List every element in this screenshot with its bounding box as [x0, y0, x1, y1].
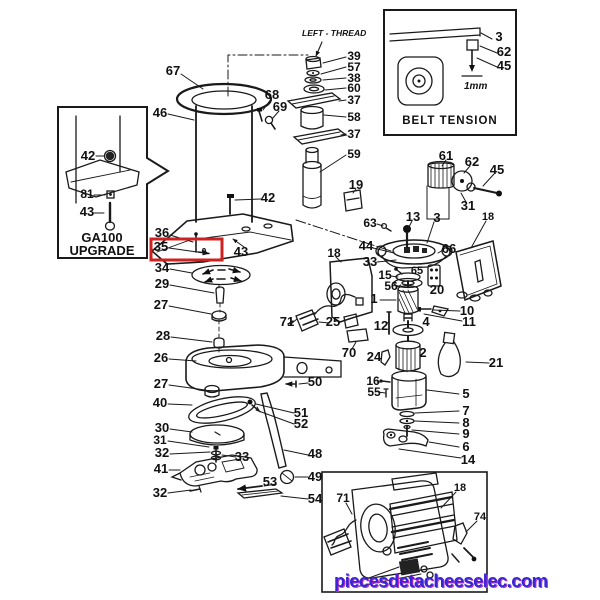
part-label-13: 13	[405, 209, 421, 224]
part-label-25: 25	[325, 314, 341, 329]
part-label-15: 15	[378, 268, 392, 282]
part-label-37a: 37	[347, 93, 361, 107]
part-label-3-belt: 3	[495, 29, 503, 44]
part-label-9: 9	[462, 426, 470, 441]
part-label-34: 34	[154, 260, 170, 275]
drive-train	[170, 384, 295, 499]
part-label-45-main: 45	[489, 162, 505, 177]
part-label-63: 63	[363, 216, 377, 230]
part-label-71-main: 71	[279, 314, 295, 329]
part-label-30: 30	[154, 420, 170, 435]
inset-bottom-box	[321, 471, 488, 593]
part-label-48: 48	[307, 446, 323, 461]
part-label-59: 59	[347, 147, 361, 161]
part-label-10: 10	[459, 303, 475, 318]
part-label-45-belt: 45	[496, 58, 512, 73]
part-label-43-inset: 43	[79, 204, 95, 219]
part-label-43-main: 43	[233, 244, 249, 259]
part-label-66: 66	[441, 241, 457, 256]
part-label-50: 50	[307, 374, 323, 389]
part-label-67: 67	[165, 63, 181, 78]
inset-ga100-box	[57, 106, 170, 259]
part-label-58: 58	[347, 110, 361, 124]
part-label-69: 69	[272, 99, 288, 114]
part-label-49: 49	[307, 469, 323, 484]
part-label-3-main: 3	[433, 210, 441, 225]
part-label-54: 54	[307, 491, 323, 506]
part-label-14: 14	[460, 452, 476, 467]
part-label-27-lower: 27	[153, 376, 169, 391]
part-label-24: 24	[366, 349, 382, 364]
part-label-38: 38	[347, 71, 361, 85]
part-label-39: 39	[347, 49, 361, 63]
part-label-40: 40	[152, 395, 168, 410]
part-label-31-left: 31	[153, 433, 167, 447]
part-label-6: 6	[462, 439, 470, 454]
left-thread-note: LEFT - THREAD	[302, 28, 367, 38]
part-label-31-main: 31	[460, 198, 476, 213]
inset-belt-tension-box	[383, 9, 517, 136]
part-label-42-main: 42	[260, 190, 276, 205]
part-label-68: 68	[264, 87, 280, 102]
part-label-12: 12	[373, 318, 389, 333]
part-label-41: 41	[153, 461, 169, 476]
part-label-11: 11	[462, 314, 476, 329]
part-label-35: 35	[153, 239, 169, 254]
belt-gap-note: 1mm	[464, 81, 488, 92]
part-label-27-upper: 27	[153, 297, 169, 312]
part-label-70: 70	[341, 345, 357, 360]
part-label-53: 53	[262, 474, 278, 489]
part-label-26: 26	[153, 350, 169, 365]
part-label-65: 65	[410, 265, 424, 277]
part-label-36: 36	[154, 225, 170, 240]
part-label-32-lower: 32	[152, 485, 168, 500]
part-label-4: 4	[422, 314, 430, 329]
part-label-8: 8	[462, 415, 470, 430]
part-label-51: 51	[293, 405, 309, 420]
part-label-18-right: 18	[481, 211, 495, 223]
belt-tension-title: BELT TENSION	[402, 115, 498, 127]
part-label-28: 28	[155, 328, 171, 343]
part-label-61: 61	[438, 148, 454, 163]
part-label-56: 56	[384, 279, 398, 293]
part-label-62-belt: 62	[496, 44, 512, 59]
part-label-7: 7	[462, 403, 470, 418]
part-label-81-inset: 81	[80, 187, 94, 201]
ga100-upgrade-label: GA100 UPGRADE	[69, 230, 135, 258]
part-label-19: 19	[348, 177, 364, 192]
part-label-16: 16	[366, 374, 380, 388]
motor-assembly	[287, 160, 502, 447]
part-label-1: 1	[370, 291, 378, 306]
part-label-60: 60	[347, 81, 361, 95]
part-label-18-inset: 18	[453, 482, 467, 494]
part-label-32-upper: 32	[154, 445, 170, 460]
part-label-52: 52	[293, 416, 309, 431]
column-assembly	[150, 41, 323, 265]
part-label-74-inset: 74	[473, 511, 487, 523]
part-label-18-left: 18	[327, 246, 341, 260]
part-label-2: 2	[419, 345, 427, 360]
part-label-55: 55	[367, 385, 381, 399]
part-label-5: 5	[462, 386, 470, 401]
part-label-37b: 37	[347, 127, 361, 141]
spindle-stack-top	[286, 55, 348, 209]
part-label-62-main: 62	[464, 154, 480, 169]
part-label-33-lower: 33	[234, 449, 250, 464]
part-label-29: 29	[154, 276, 170, 291]
part-label-46: 46	[152, 105, 168, 120]
part-label-71-inset: 71	[336, 491, 350, 505]
clamp-plate-stack	[191, 232, 251, 353]
part-label-44: 44	[358, 238, 374, 253]
part-label-33-upper: 33	[362, 254, 378, 269]
part-label-20: 20	[429, 282, 445, 297]
part-label-57: 57	[347, 60, 361, 74]
part-label-42-inset: 42	[80, 148, 96, 163]
leader-lines	[167, 56, 495, 500]
highlight-box-35	[149, 237, 224, 262]
part-label-21: 21	[488, 355, 504, 370]
watermark: piecesdetacheeselec.com	[334, 570, 548, 591]
